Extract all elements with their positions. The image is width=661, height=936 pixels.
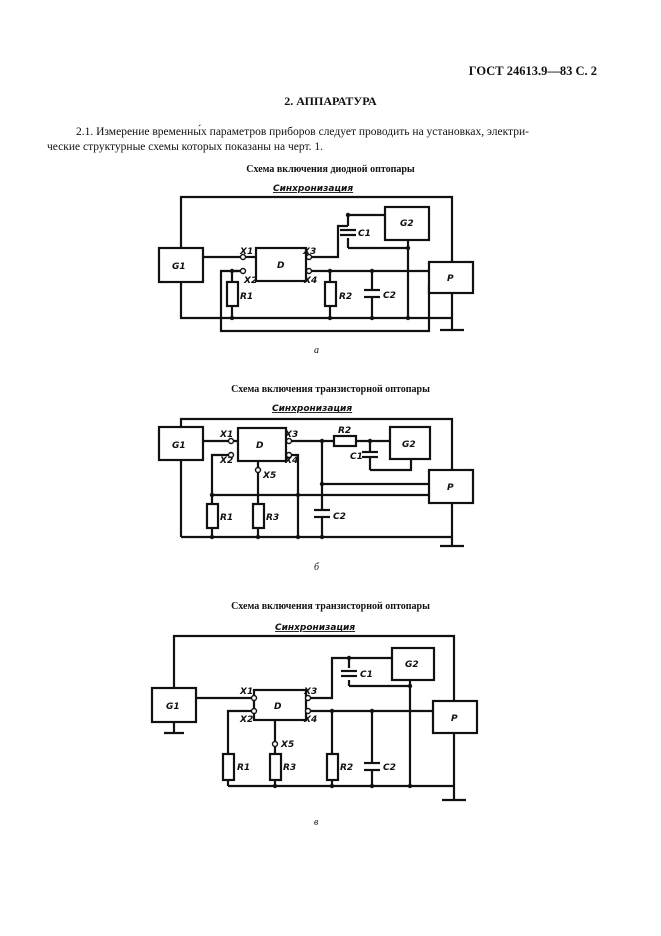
diagram-a-label-g2: G2 xyxy=(400,219,414,229)
diagram-a-label-x1: X1 xyxy=(239,247,253,257)
diagram-a-label-r1: R1 xyxy=(240,292,253,302)
page-header: ГОСТ 24613.9—83 С. 2 xyxy=(468,64,597,78)
diagram-c-p-block xyxy=(431,699,479,735)
diagram-a-label-x4: X4 xyxy=(303,276,317,286)
diagram-a-caption: Схема включения диодной оптопары xyxy=(246,164,415,175)
paragraph-line-1: 2.1. Измерение временны́х параметров при… xyxy=(76,126,529,138)
diagram-b-label-g2: G2 xyxy=(402,440,416,450)
diagram-c-g2-block xyxy=(390,646,436,682)
diagram-a-sublabel: а xyxy=(314,345,319,356)
diagram-b-label-x4: X4 xyxy=(284,456,298,466)
diagram-c-d-block xyxy=(252,688,308,722)
diagram-a-sync-label: Синхронизация xyxy=(273,184,353,194)
diagram-b-p-block xyxy=(427,468,475,505)
diagram-c-sync-label: Синхронизация xyxy=(275,623,355,633)
diagram-b-sync-label: Синхронизация xyxy=(272,404,352,414)
paragraph-line-2: ческие структурные схемы которых показан… xyxy=(47,141,323,153)
diagram-c-caption: Схема включения транзисторной оптопары xyxy=(231,601,430,612)
diagram-a-label-d: D xyxy=(277,261,285,271)
diagram-a-label-x2: X2 xyxy=(243,276,257,286)
diagram-b-label-x2: X2 xyxy=(219,456,233,466)
diagram-b-caption: Схема включения транзисторной оптопары xyxy=(231,384,430,395)
diagram-c-label-x2: X2 xyxy=(239,715,253,725)
diagram-b-g1-block xyxy=(157,425,205,462)
diagram-c: Синхронизация xyxy=(150,623,479,802)
diagram-b-r2 xyxy=(332,434,358,448)
diagram-c-r1 xyxy=(221,752,236,782)
diagram-b-label-r2: R2 xyxy=(338,426,351,436)
diagram-a-p-block xyxy=(427,260,475,295)
diagram-a-label-r2: R2 xyxy=(339,292,352,302)
diagram-c-label-c1: C1 xyxy=(360,670,373,680)
diagram-c-label-x5: X5 xyxy=(280,740,294,750)
diagram-a-label-c2: C2 xyxy=(383,291,396,301)
diagram-b-label-d: D xyxy=(256,441,264,451)
diagram-b-r1 xyxy=(205,502,220,530)
diagram-b-d-block xyxy=(236,426,288,463)
diagram-c-label-g2: G2 xyxy=(405,660,419,670)
diagram-b-label-c1: C1 xyxy=(350,452,363,462)
diagram-c-label-c2: C2 xyxy=(383,763,396,773)
diagram-b-label-r3: R3 xyxy=(266,513,279,523)
diagram-b-g2-block xyxy=(388,425,432,461)
diagram-b-label-x5: X5 xyxy=(262,471,276,481)
diagram-a-r1 xyxy=(225,280,240,308)
section-title: 2. АППАРАТУРА xyxy=(284,94,377,108)
diagram-a: Синхронизация xyxy=(157,184,475,333)
diagram-c-label-x4: X4 xyxy=(303,715,317,725)
diagram-c-label-r2: R2 xyxy=(340,763,353,773)
diagram-c-label-x1: X1 xyxy=(239,687,253,697)
diagram-a-label-g1: G1 xyxy=(172,262,186,272)
diagram-c-sublabel: в xyxy=(314,817,319,828)
diagram-c-label-p: P xyxy=(451,714,458,724)
diagram-b-label-x3: X3 xyxy=(284,430,298,440)
diagram-a-g1-block xyxy=(157,246,205,284)
diagram-a-label-p: P xyxy=(447,274,454,284)
diagram-a-label-x3: X3 xyxy=(302,247,316,257)
diagram-a-d-block xyxy=(254,246,308,283)
diagram-b-r3 xyxy=(251,502,266,530)
diagram-c-label-d: D xyxy=(274,702,282,712)
diagram-a-r2 xyxy=(323,280,338,308)
diagram-b-sublabel: б xyxy=(314,562,320,573)
diagram-b: Синхронизация xyxy=(157,404,475,548)
diagram-b-label-r1: R1 xyxy=(220,513,233,523)
diagram-c-label-r3: R3 xyxy=(283,763,296,773)
diagram-c-label-x3: X3 xyxy=(303,687,317,697)
diagram-c-r2 xyxy=(325,752,340,782)
diagram-a-label-c1: C1 xyxy=(358,229,371,239)
paragraph: 2.1. Измерение временны́х параметров при… xyxy=(47,125,588,155)
diagram-b-label-g1: G1 xyxy=(172,441,186,451)
diagram-a-g2-block xyxy=(383,205,431,242)
diagram-c-r3 xyxy=(268,752,283,782)
diagram-c-label-g1: G1 xyxy=(166,702,180,712)
diagram-b-label-c2: C2 xyxy=(333,512,346,522)
diagram-c-g1-block xyxy=(150,686,198,724)
diagram-b-label-p: P xyxy=(447,483,454,493)
diagram-b-label-x1: X1 xyxy=(219,430,233,440)
diagram-c-label-r1: R1 xyxy=(237,763,250,773)
